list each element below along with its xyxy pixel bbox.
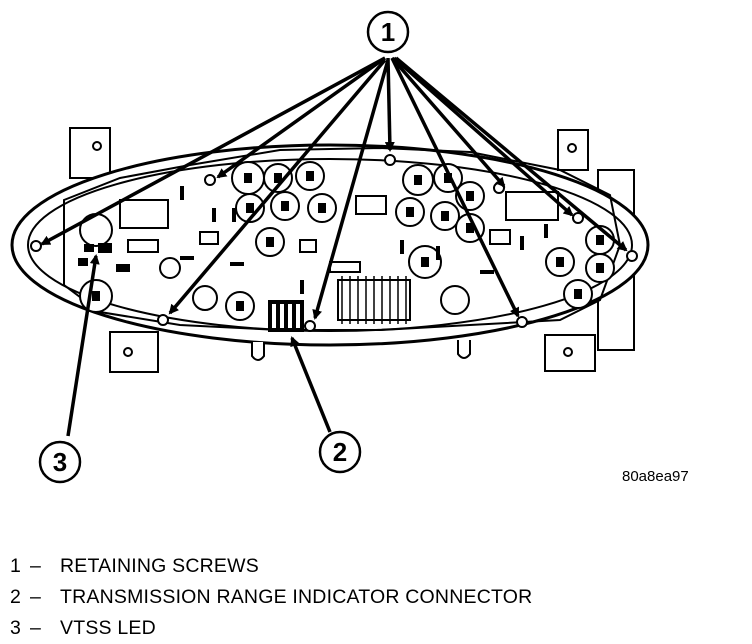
callout-2: 2 bbox=[318, 430, 362, 474]
callout-2-leader bbox=[290, 336, 332, 433]
svg-text:1: 1 bbox=[381, 17, 395, 47]
figure-code: 80a8ea97 bbox=[622, 468, 689, 485]
transmission-range-indicator-connector bbox=[268, 300, 304, 332]
legend-item: 1–RETAINING SCREWS bbox=[10, 551, 532, 582]
bottom-tabs bbox=[251, 340, 471, 361]
legend-item: 2–TRANSMISSION RANGE INDICATOR CONNECTOR bbox=[10, 582, 532, 613]
legend-label: RETAINING SCREWS bbox=[60, 555, 259, 577]
bulb-socket-centers bbox=[92, 171, 604, 311]
legend-separator: – bbox=[30, 586, 42, 608]
legend-number: 3 bbox=[10, 617, 22, 639]
circuit-components bbox=[119, 191, 559, 321]
legend-item: 3–VTSS LED bbox=[10, 613, 532, 644]
legend-separator: – bbox=[30, 617, 42, 639]
mounting-bracket-left bbox=[69, 127, 159, 373]
resistor-marks bbox=[78, 186, 548, 294]
callout-3-leader bbox=[66, 254, 100, 437]
instrument-cluster-diagram: 1 2 3 bbox=[10, 10, 650, 484]
callout-1: 1 bbox=[366, 10, 410, 54]
chip-pins bbox=[341, 276, 407, 324]
callout-3: 3 bbox=[38, 440, 82, 484]
vtss-led bbox=[98, 243, 112, 253]
legend-number: 2 bbox=[10, 586, 22, 608]
legend-label: TRANSMISSION RANGE INDICATOR CONNECTOR bbox=[60, 586, 533, 608]
legend-label: VTSS LED bbox=[60, 617, 156, 639]
callout-1-leaders bbox=[40, 56, 628, 320]
legend-separator: – bbox=[30, 555, 42, 577]
svg-text:3: 3 bbox=[53, 447, 67, 477]
svg-text:2: 2 bbox=[333, 437, 347, 467]
legend-number: 1 bbox=[10, 555, 22, 577]
cluster-housing-outer bbox=[10, 143, 650, 347]
legend: 1–RETAINING SCREWS 2–TRANSMISSION RANGE … bbox=[10, 551, 532, 644]
